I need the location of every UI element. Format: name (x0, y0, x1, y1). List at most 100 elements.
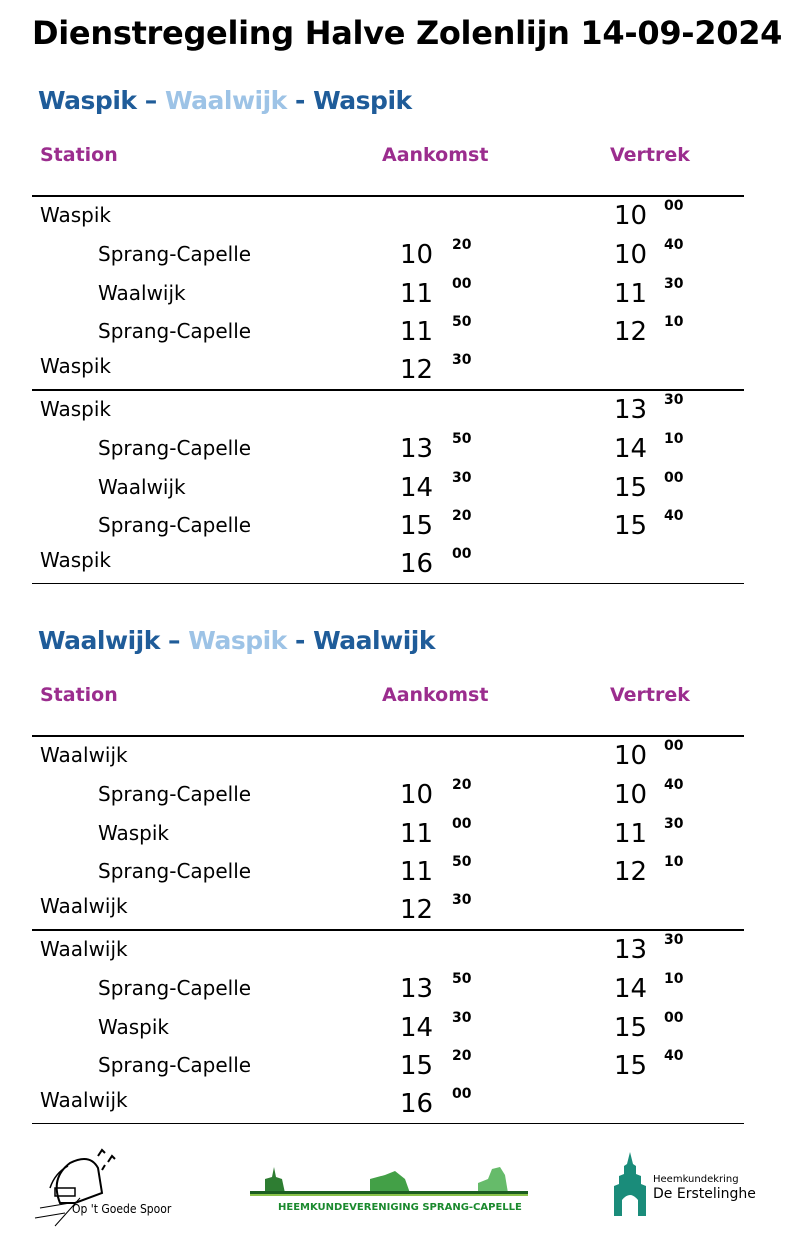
station-name: Waalwijk (40, 1088, 128, 1112)
departure-minute: 40 (664, 1048, 684, 1064)
arrival-hour: 15 (400, 1051, 434, 1081)
arrival-hour: 11 (400, 857, 434, 887)
arrival-hour: 12 (400, 895, 434, 925)
arrival-minute: 50 (452, 971, 472, 987)
header-departure: Vertrek (610, 684, 690, 706)
arrival-hour: 11 (400, 819, 434, 849)
arrival-minute: 00 (452, 276, 472, 292)
skyline-icon (250, 1167, 528, 1196)
arrival-hour: 16 (400, 1089, 434, 1119)
arrival-hour: 13 (400, 434, 434, 464)
section-title-part1: Waalwijk – (38, 626, 181, 655)
departure-minute: 00 (664, 198, 684, 214)
station-name: Waspik (40, 203, 112, 227)
arrival-minute: 20 (452, 237, 472, 253)
station-name: Sprang-Capelle (98, 859, 252, 883)
section-title-part2: Waspik (188, 626, 287, 655)
station-name: Waalwijk (98, 475, 186, 499)
header-departure: Vertrek (610, 144, 690, 166)
page-title: Dienstregeling Halve Zolenlijn 14-09-202… (32, 14, 783, 52)
departure-hour: 15 (614, 511, 648, 541)
station-name: Sprang-Capelle (98, 513, 252, 537)
table-bottom-rule (32, 583, 744, 584)
station-name: Sprang-Capelle (98, 1053, 252, 1077)
station-name: Sprang-Capelle (98, 436, 252, 460)
departure-hour: 15 (614, 1013, 648, 1043)
section-title-part2: Waalwijk (164, 86, 287, 115)
departure-hour: 10 (614, 780, 648, 810)
arrival-minute: 00 (452, 546, 472, 562)
departure-hour: 12 (614, 857, 648, 887)
arrival-hour: 13 (400, 974, 434, 1004)
arrival-minute: 50 (452, 314, 472, 330)
departure-minute: 10 (664, 971, 684, 987)
arrival-minute: 20 (452, 508, 472, 524)
station-name: Waspik (40, 354, 112, 378)
departure-hour: 13 (614, 935, 648, 965)
departure-hour: 10 (614, 741, 648, 771)
station-name: Waspik (40, 548, 112, 572)
erstelinghe-line1: Heemkundekring (653, 1174, 739, 1185)
departure-hour: 10 (614, 201, 648, 231)
sprang-capelle-logo: HEEMKUNDEVERENIGING SPRANG-CAPELLE (250, 1165, 530, 1220)
station-name: Sprang-Capelle (98, 319, 252, 343)
departure-minute: 00 (664, 470, 684, 486)
arrival-minute: 00 (452, 816, 472, 832)
arrival-hour: 11 (400, 317, 434, 347)
departure-minute: 40 (664, 508, 684, 524)
departure-hour: 12 (614, 317, 648, 347)
header-arrival: Aankomst (382, 144, 489, 166)
section-title: Waspik – Waalwijk - Waspik (38, 86, 412, 115)
departure-minute: 30 (664, 276, 684, 292)
departure-minute: 40 (664, 237, 684, 253)
section-title-part3: - Waspik (295, 86, 412, 115)
arrival-hour: 14 (400, 1013, 434, 1043)
departure-hour: 13 (614, 395, 648, 425)
arrival-minute: 00 (452, 1086, 472, 1102)
church-tower-icon (614, 1152, 646, 1216)
group-divider (32, 389, 744, 391)
erstelinghe-line2: De Erstelinghe (653, 1186, 756, 1202)
section-title-part3: - Waalwijk (295, 626, 435, 655)
table-bottom-rule (32, 1123, 744, 1124)
departure-minute: 10 (664, 314, 684, 330)
station-name: Waspik (98, 821, 170, 845)
op-t-goede-spoor-logo: Op 't Goede Spoor (30, 1148, 171, 1228)
departure-minute: 30 (664, 816, 684, 832)
departure-minute: 10 (664, 854, 684, 870)
arrival-minute: 30 (452, 352, 472, 368)
group-divider (32, 929, 744, 931)
departure-minute: 10 (664, 431, 684, 447)
station-name: Waalwijk (40, 894, 128, 918)
arrival-hour: 16 (400, 549, 434, 579)
header-station: Station (40, 684, 118, 706)
departure-hour: 15 (614, 1051, 648, 1081)
header-rule (32, 735, 744, 737)
arrival-hour: 10 (400, 240, 434, 270)
header-rule (32, 195, 744, 197)
arrival-minute: 30 (452, 892, 472, 908)
section-title: Waalwijk – Waspik - Waalwijk (38, 626, 435, 655)
header-arrival: Aankomst (382, 684, 489, 706)
arrival-hour: 11 (400, 279, 434, 309)
arrival-minute: 20 (452, 1048, 472, 1064)
arrival-minute: 20 (452, 777, 472, 793)
arrival-hour: 12 (400, 355, 434, 385)
departure-minute: 30 (664, 392, 684, 408)
header-station: Station (40, 144, 118, 166)
station-name: Waspik (40, 397, 112, 421)
departure-hour: 14 (614, 434, 648, 464)
departure-hour: 10 (614, 240, 648, 270)
station-name: Sprang-Capelle (98, 782, 252, 806)
station-name: Sprang-Capelle (98, 976, 252, 1000)
departure-hour: 11 (614, 819, 648, 849)
arrival-minute: 30 (452, 1010, 472, 1026)
spoor-logo-text: Op 't Goede Spoor (72, 1202, 172, 1216)
erstelinghe-logo: Heemkundekring De Erstelinghe (610, 1152, 756, 1222)
departure-minute: 00 (664, 738, 684, 754)
sprang-logo-text: HEEMKUNDEVERENIGING SPRANG-CAPELLE (278, 1202, 522, 1213)
arrival-hour: 10 (400, 780, 434, 810)
train-icon (34, 1148, 116, 1227)
departure-minute: 30 (664, 932, 684, 948)
